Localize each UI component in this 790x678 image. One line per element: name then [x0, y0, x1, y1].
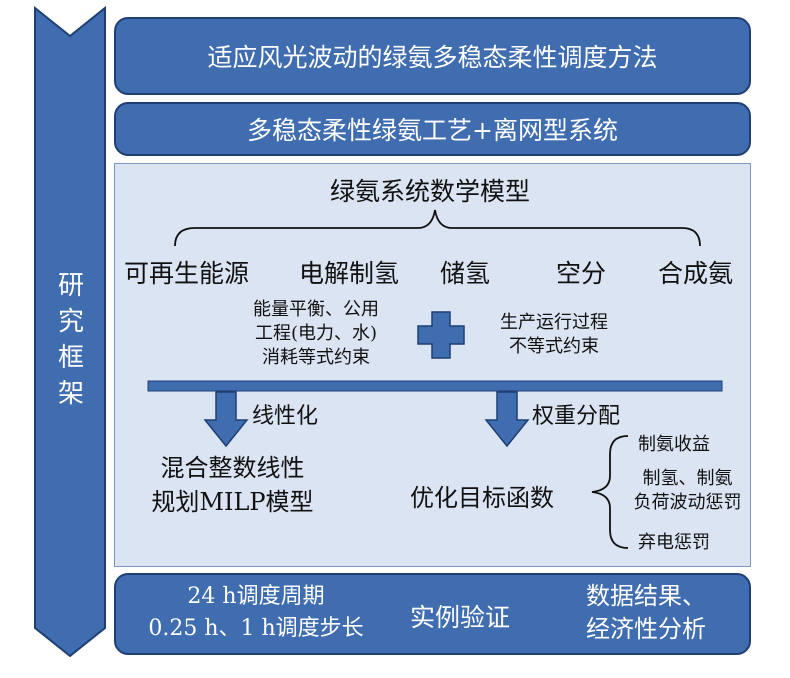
side-label-char: 架 [57, 379, 84, 409]
system-banner: 多稳态柔性绿氨工艺+离网型系统 [114, 102, 751, 156]
equality-line: 能量平衡、公用 [253, 299, 379, 320]
linearize-label: 线性化 [252, 404, 319, 429]
milp-line: 规划MILP模型 [151, 488, 314, 516]
inequality-constraints: 生产运行过程 不等式约束 [484, 311, 624, 359]
component-renewable: 可再生能源 [124, 259, 250, 288]
component-electrolysis: 电解制氢 [299, 259, 400, 288]
side-label-char: 研 [57, 271, 84, 301]
results-line: 数据结果、 [586, 582, 706, 610]
equality-line: 消耗等式约束 [262, 347, 370, 368]
fluctuation-line: 负荷波动惩罚 [633, 492, 742, 513]
objective-term-fluctuation: 制氢、制氨 负荷波动惩罚 [620, 467, 755, 515]
milp-line: 混合整数线性 [160, 454, 305, 482]
title-banner: 适应风光波动的绿氨多稳态柔性调度方法 [114, 17, 751, 95]
objective-term-curtailment: 弃电惩罚 [638, 532, 710, 553]
weighting-label: 权重分配 [532, 404, 621, 429]
model-panel [114, 163, 751, 567]
component-ammonia-synthesis: 合成氨 [658, 259, 734, 288]
side-label: 研 究 框 架 [56, 268, 86, 412]
title-text: 适应风光波动的绿氨多稳态柔性调度方法 [207, 43, 658, 72]
results-line: 经济性分析 [586, 615, 706, 643]
schedule-line: 0.25 h、1 h调度步长 [148, 616, 364, 641]
arrow-down-icon [484, 391, 530, 448]
objective-function: 优化目标函数 [410, 484, 554, 512]
equality-line: 工程(电力、水) [254, 323, 378, 344]
schedule-line: 24 h调度周期 [187, 584, 325, 609]
side-label-char: 框 [57, 343, 84, 373]
arrow-down-icon [203, 391, 249, 448]
model-title: 绿氨系统数学模型 [330, 177, 531, 206]
component-h2-storage: 储氢 [440, 259, 491, 288]
case-validation: 实例验证 [410, 603, 511, 632]
objective-brace [591, 435, 629, 549]
top-brace [174, 209, 701, 247]
results-analysis: 数据结果、 经济性分析 [566, 580, 726, 646]
milp-model: 混合整数线性 规划MILP模型 [140, 451, 325, 519]
inequality-line: 不等式约束 [509, 336, 599, 357]
fluctuation-line: 制氢、制氨 [642, 468, 733, 489]
side-label-char: 究 [57, 307, 84, 337]
inequality-line: 生产运行过程 [500, 312, 608, 333]
schedule-settings: 24 h调度周期 0.25 h、1 h调度步长 [126, 581, 386, 645]
objective-term-revenue: 制氨收益 [638, 434, 710, 455]
equality-constraints: 能量平衡、公用 工程(电力、水) 消耗等式约束 [226, 298, 406, 370]
plus-icon [417, 311, 465, 359]
divider-bar [147, 380, 723, 392]
side-chevron [34, 5, 106, 658]
validation-banner [114, 573, 751, 655]
component-air-separation: 空分 [556, 259, 607, 288]
system-text: 多稳态柔性绿氨工艺+离网型系统 [247, 116, 618, 145]
